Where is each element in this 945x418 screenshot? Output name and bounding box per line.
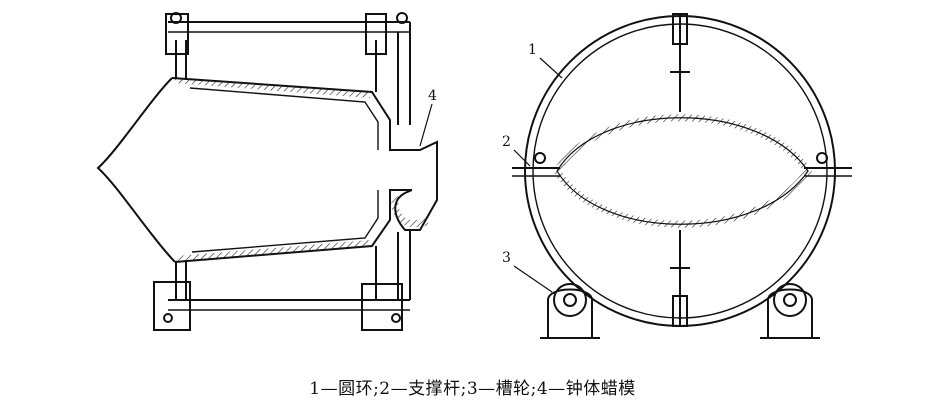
groove-wheel-right — [760, 283, 820, 339]
bottom-right-bracket — [361, 283, 403, 331]
lower-shell — [174, 189, 412, 263]
side-section-view — [96, 12, 438, 331]
bottom-clamp — [672, 295, 688, 327]
label-2: 2 — [502, 134, 511, 150]
groove-wheel-left — [540, 283, 600, 339]
end-view — [512, 13, 852, 339]
label-4: 4 — [428, 88, 437, 104]
bottom-left-bracket — [153, 281, 191, 331]
label-1: 1 — [528, 42, 537, 58]
figure-caption: 1—圆环;2—支撑杆;3—槽轮;4—钟体蜡模 — [309, 379, 636, 399]
label-3: 3 — [502, 250, 511, 266]
bell-body-outline — [96, 77, 176, 263]
top-clamp — [672, 13, 688, 45]
mold-section — [552, 114, 813, 228]
